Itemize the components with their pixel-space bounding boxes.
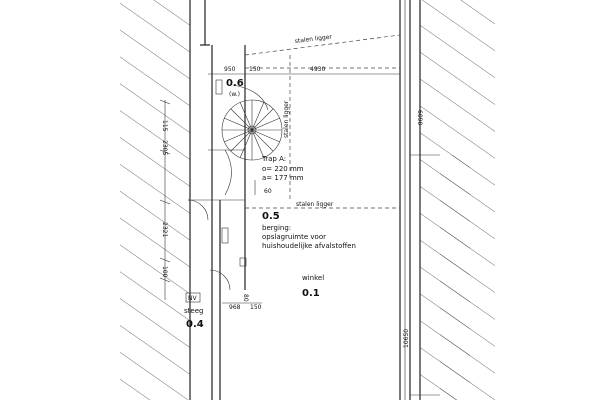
room-storage-desc1: opslagruimte voor bbox=[262, 233, 326, 241]
dimension-ticks bbox=[159, 99, 171, 283]
dim-2305: 2305 bbox=[161, 140, 168, 155]
room-shop-name: winkel bbox=[302, 274, 324, 282]
spiral-stair bbox=[221, 84, 283, 196]
room-alley-code: 0.4 bbox=[186, 319, 204, 330]
room-storage: 0.5 berging: opslagruimte voor huishoude… bbox=[262, 211, 356, 250]
beam-label-lower: stalen ligger bbox=[296, 201, 334, 208]
room-stair-code: 0.6 bbox=[226, 78, 244, 89]
dim-968: 968 bbox=[229, 304, 241, 311]
dim-6090: 6090 bbox=[416, 110, 423, 125]
room-stair-sub: (w.) bbox=[229, 91, 240, 98]
room-storage-desc2: huishoudelijke afvalstoffen bbox=[262, 242, 356, 250]
door-swings bbox=[187, 199, 231, 291]
dim-950: 950 bbox=[224, 66, 236, 73]
dimensions: 950 150 4930 115 2305 2321 100 60 80 968… bbox=[161, 66, 423, 348]
stair-rise: o= 220 mm bbox=[262, 165, 304, 173]
room-shop: winkel 0.1 bbox=[302, 274, 324, 299]
dim-115: 115 bbox=[161, 120, 168, 132]
steel-beams bbox=[244, 34, 401, 209]
stair-info: Trap A: o= 220 mm a= 177 mm bbox=[261, 155, 304, 182]
stair-tread: a= 177 mm bbox=[262, 174, 304, 182]
dim-80: 80 bbox=[242, 294, 249, 302]
right-hatched-wall bbox=[409, 0, 495, 400]
beam-label-top: stalen ligger bbox=[294, 33, 332, 45]
room-alley: NV steeg 0.4 bbox=[184, 292, 204, 330]
beam-labels: stalen ligger stalen ligger stalen ligge… bbox=[283, 33, 334, 208]
dim-150-top: 150 bbox=[249, 66, 261, 73]
dim-10650: 10650 bbox=[403, 329, 410, 348]
dim-60: 60 bbox=[264, 188, 272, 195]
dim-100: 100 bbox=[161, 266, 168, 278]
left-hatched-wall bbox=[120, 0, 191, 400]
room-storage-code: 0.5 bbox=[262, 211, 280, 222]
room-shop-code: 0.1 bbox=[302, 288, 320, 299]
room-storage-name: berging: bbox=[262, 224, 291, 232]
room-alley-name: steeg bbox=[184, 307, 203, 315]
fixtures bbox=[215, 79, 247, 267]
dim-150-bottom: 150 bbox=[250, 304, 262, 311]
dim-2321: 2321 bbox=[161, 222, 168, 237]
beam-label-mid: stalen ligger bbox=[283, 100, 290, 138]
building-walls bbox=[200, 0, 406, 400]
dim-4930: 4930 bbox=[310, 66, 325, 73]
room-alley-tag: NV bbox=[188, 295, 197, 302]
stair-title: Trap A: bbox=[261, 155, 286, 163]
room-stair: 0.6 (w.) bbox=[226, 78, 244, 98]
